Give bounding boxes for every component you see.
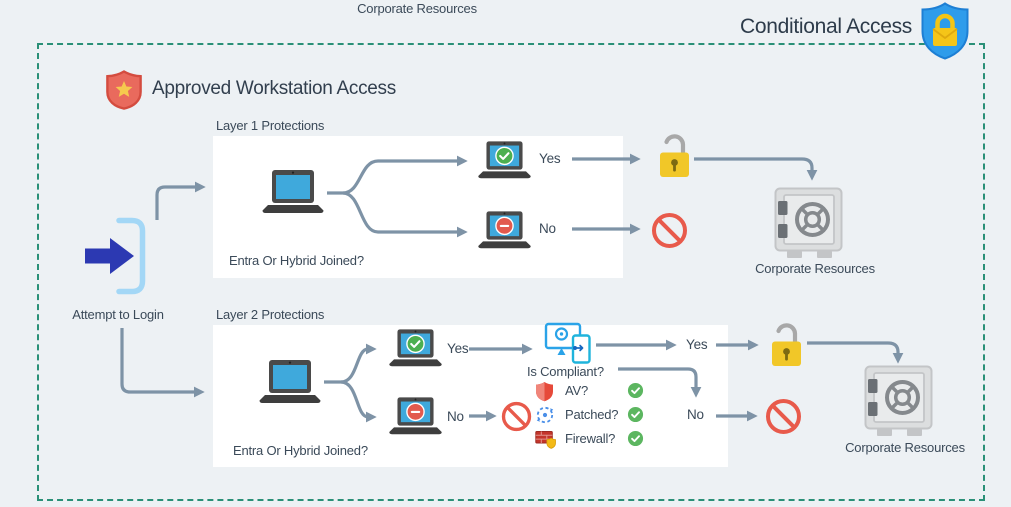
safe-vault-icon: [774, 187, 845, 264]
av-check-label: AV?: [565, 383, 589, 398]
laptop-not-joined-icon: [477, 210, 532, 252]
layer2-question-label: Entra Or Hybrid Joined?: [233, 443, 368, 458]
laptop-joined-icon: [388, 328, 443, 370]
layer1-yes-label: Yes: [539, 151, 561, 166]
unlocked-padlock-icon: [767, 320, 804, 368]
top-corporate-resources-label: Corporate Resources: [357, 1, 477, 16]
firewall-check-label: Firewall?: [565, 431, 616, 446]
layer2-yes-label: Yes: [447, 341, 469, 356]
layer1-resources-label: Corporate Resources: [755, 261, 875, 276]
layer1-question-label: Entra Or Hybrid Joined?: [229, 253, 364, 268]
layer2-resources-label: Corporate Resources: [845, 440, 965, 455]
firewall-brick-icon: [535, 431, 556, 449]
conditional-access-title: Conditional Access: [739, 15, 912, 38]
compliant-yes-label: Yes: [686, 337, 708, 352]
denied-icon: [651, 212, 688, 249]
layer1-title: Layer 1 Protections: [216, 118, 325, 133]
approved-workstation-heading: Approved Workstation Access: [152, 78, 396, 99]
laptop-not-joined-icon: [388, 396, 443, 438]
laptop-joined-icon: [477, 140, 532, 182]
is-compliant-label: Is Compliant?: [527, 364, 604, 379]
compliance-check-row: Patched?: [535, 405, 655, 425]
attempt-login-label: Attempt to Login: [72, 307, 164, 322]
unlocked-padlock-icon: [655, 131, 692, 179]
layer2-title: Layer 2 Protections: [216, 307, 325, 322]
denied-icon: [501, 401, 532, 432]
patch-sync-icon: [536, 406, 554, 424]
check-pass-icon: [627, 430, 644, 447]
layer1-no-label: No: [539, 221, 556, 236]
safe-vault-icon: [864, 365, 935, 442]
device-compliance-monitor-icon: [544, 322, 591, 364]
check-pass-icon: [627, 406, 644, 423]
login-arrow-icon: [85, 217, 146, 295]
shield-lock-icon: [921, 2, 969, 60]
compliance-check-row: AV?: [535, 381, 655, 402]
conditional-access-boundary: [37, 43, 985, 501]
compliance-check-row: Firewall?: [535, 429, 655, 449]
compliant-no-label: No: [687, 407, 704, 422]
layer2-no-label: No: [447, 409, 464, 424]
workstation-laptop-icon: [258, 360, 322, 406]
check-pass-icon: [627, 382, 644, 399]
shield-star-icon: [106, 70, 142, 110]
workstation-laptop-icon: [261, 170, 325, 216]
denied-icon: [765, 398, 802, 435]
patched-check-label: Patched?: [565, 407, 619, 422]
antivirus-shield-icon: [536, 382, 553, 402]
